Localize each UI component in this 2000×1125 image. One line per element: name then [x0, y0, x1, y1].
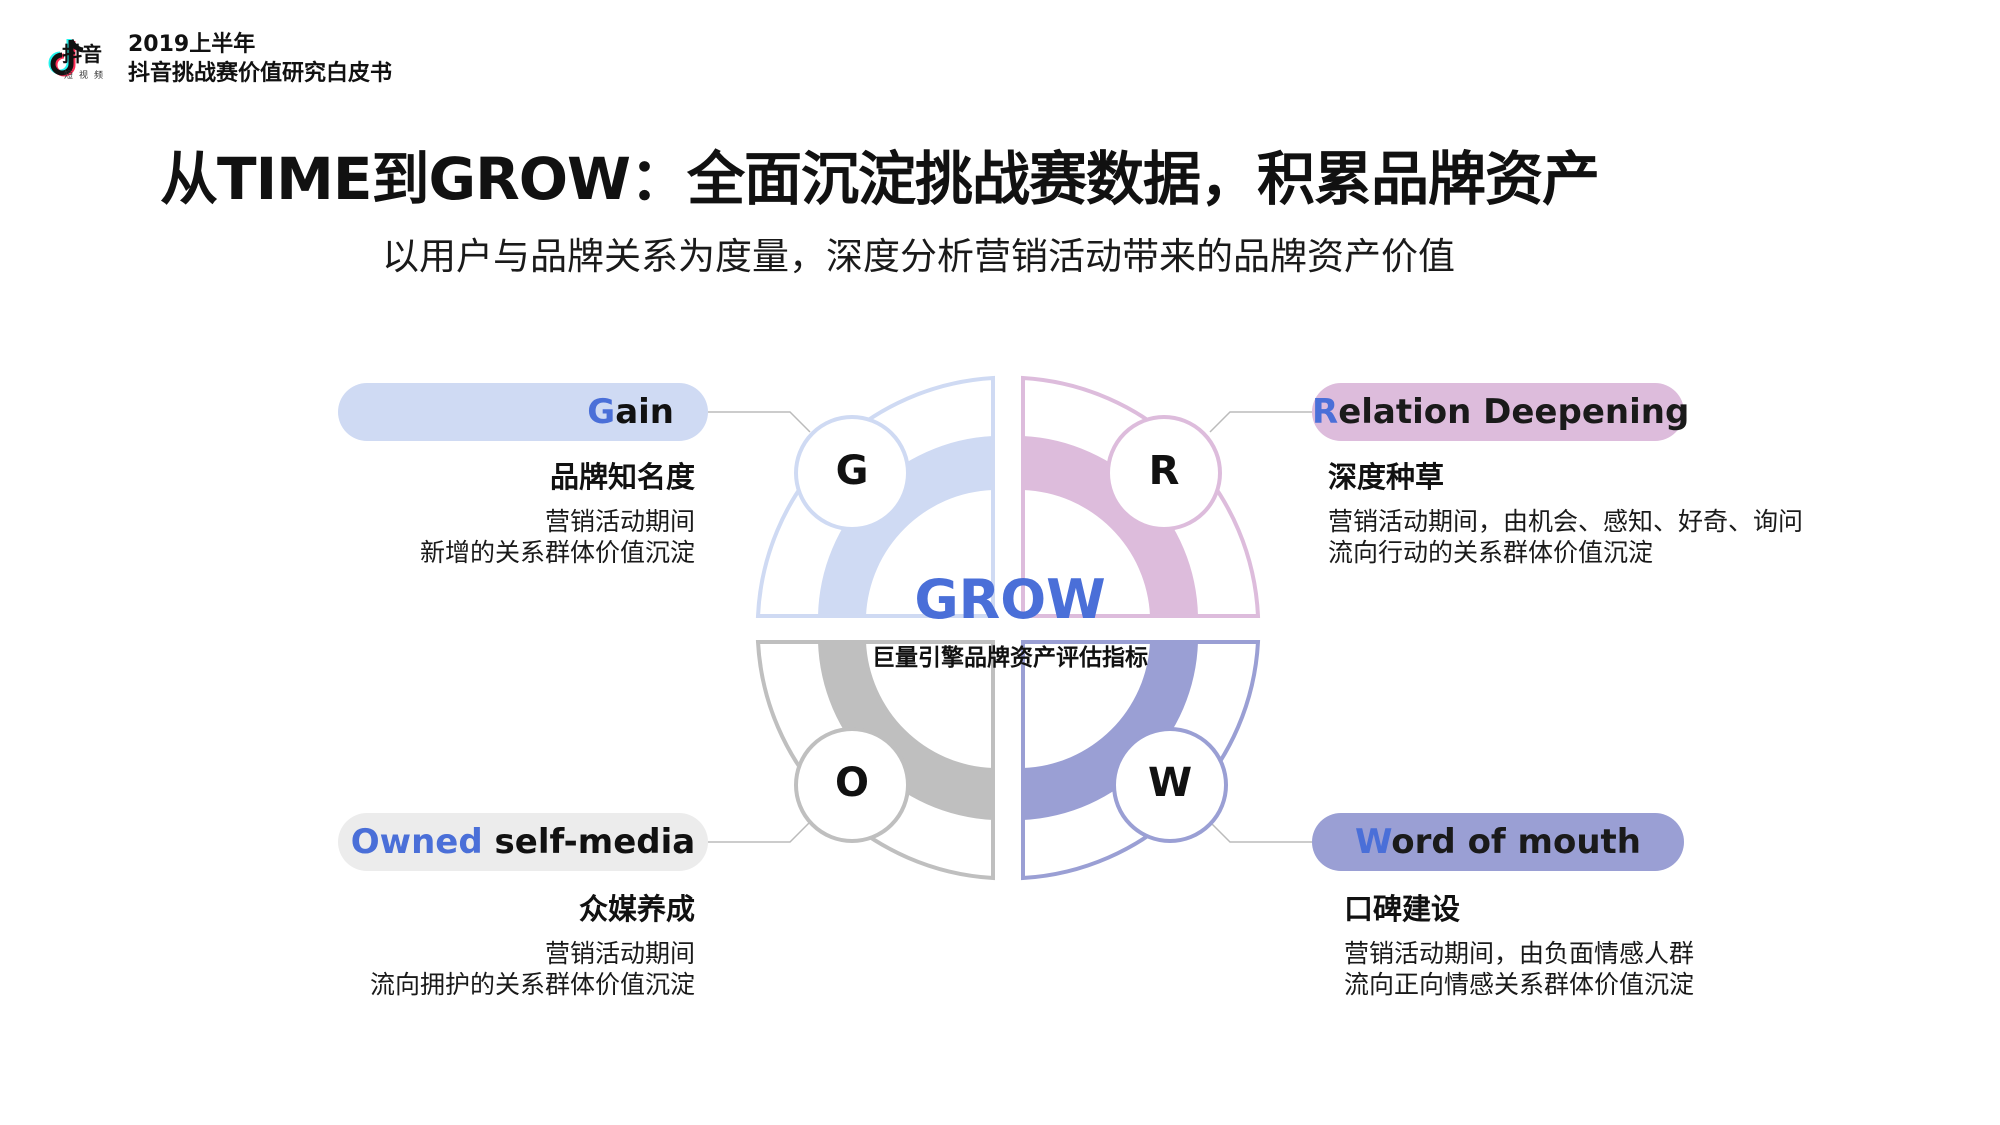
desc-owned-line1: 营销活动期间 — [544, 939, 695, 968]
pill-word-of-mouth: Word of mouth — [1312, 813, 1684, 871]
desc-word-line2: 流向正向情感关系群体价值沉淀 — [1344, 970, 1695, 999]
pill-gain: Gain — [338, 383, 708, 441]
desc-relation-line2: 流向行动的关系群体价值沉淀 — [1328, 538, 1654, 567]
pill-relation-deepening: Relation Deepening — [1312, 383, 1689, 441]
pill-gain-accent: G — [587, 392, 616, 432]
desc-owned-head: 众媒养成 — [578, 892, 695, 926]
center-title: GROW — [914, 568, 1106, 631]
circle-o — [794, 727, 910, 843]
connector-relation — [1209, 411, 1312, 433]
letter-o: O — [834, 760, 869, 806]
page-title: 从TIME到GROW：全面沉淀挑战赛数据，积累品牌资产 — [160, 145, 1600, 213]
center-subtitle: 巨量引擎品牌资产评估指标 — [872, 645, 1148, 671]
circle-w — [1112, 727, 1228, 843]
pill-owned-accent: Owned — [350, 822, 483, 862]
report-header: 2019上半年 抖音挑战赛价值研究白皮书 — [128, 30, 392, 88]
desc-relation-line1: 营销活动期间，由机会、感知、好奇、询问 — [1328, 507, 1804, 536]
circle-g — [794, 415, 910, 531]
desc-relation-head: 深度种草 — [1328, 460, 1445, 494]
band-r — [1023, 436, 1198, 616]
pill-word-accent: W — [1354, 822, 1392, 862]
band-o — [818, 642, 993, 820]
band-g — [818, 436, 993, 616]
desc-gain-head: 品牌知名度 — [549, 460, 695, 494]
connector-gain — [708, 411, 811, 433]
letter-r: R — [1148, 448, 1180, 494]
connector-word — [1209, 821, 1312, 843]
connector-owned — [708, 821, 811, 843]
desc-relation: 深度种草 营销活动期间，由机会、感知、好奇、询问 流向行动的关系群体价值沉淀 — [1328, 454, 1803, 568]
desc-owned: 众媒养成 营销活动期间 流向拥护的关系群体价值沉淀 — [370, 886, 695, 1000]
desc-owned-line2: 流向拥护的关系群体价值沉淀 — [369, 970, 695, 999]
circle-r — [1106, 415, 1222, 531]
page-subtitle: 以用户与品牌关系为度量，深度分析营销活动带来的品牌资产价值 — [382, 235, 1455, 278]
pill-gain-rest: ain — [615, 392, 674, 432]
letter-g: G — [835, 448, 869, 494]
desc-word: 口碑建设 营销活动期间，由负面情感人群 流向正向情感关系群体价值沉淀 — [1344, 886, 1694, 1000]
report-header-line2: 抖音挑战赛价值研究白皮书 — [128, 61, 393, 86]
pill-word-rest: ord of mouth — [1391, 822, 1642, 862]
letter-w: W — [1147, 760, 1193, 806]
desc-gain-line1: 营销活动期间 — [544, 507, 695, 536]
desc-word-line1: 营销活动期间，由负面情感人群 — [1344, 939, 1695, 968]
report-header-line1: 2019上半年 — [128, 32, 256, 57]
pill-owned-rest: self-media — [482, 822, 696, 862]
pill-relation-rest: elation Deepening — [1338, 392, 1690, 432]
desc-gain: 品牌知名度 营销活动期间 新增的关系群体价值沉淀 — [420, 454, 695, 568]
logo-text: 抖音 — [62, 42, 102, 66]
desc-word-head: 口碑建设 — [1344, 892, 1461, 926]
pill-relation-accent: R — [1312, 392, 1339, 432]
pill-owned-self-media: Owned self-media — [338, 813, 708, 871]
band-w — [1023, 642, 1198, 820]
douyin-logo-icon — [48, 38, 84, 77]
logo-subtext: 短视频 — [64, 71, 110, 81]
desc-gain-line2: 新增的关系群体价值沉淀 — [419, 538, 695, 567]
